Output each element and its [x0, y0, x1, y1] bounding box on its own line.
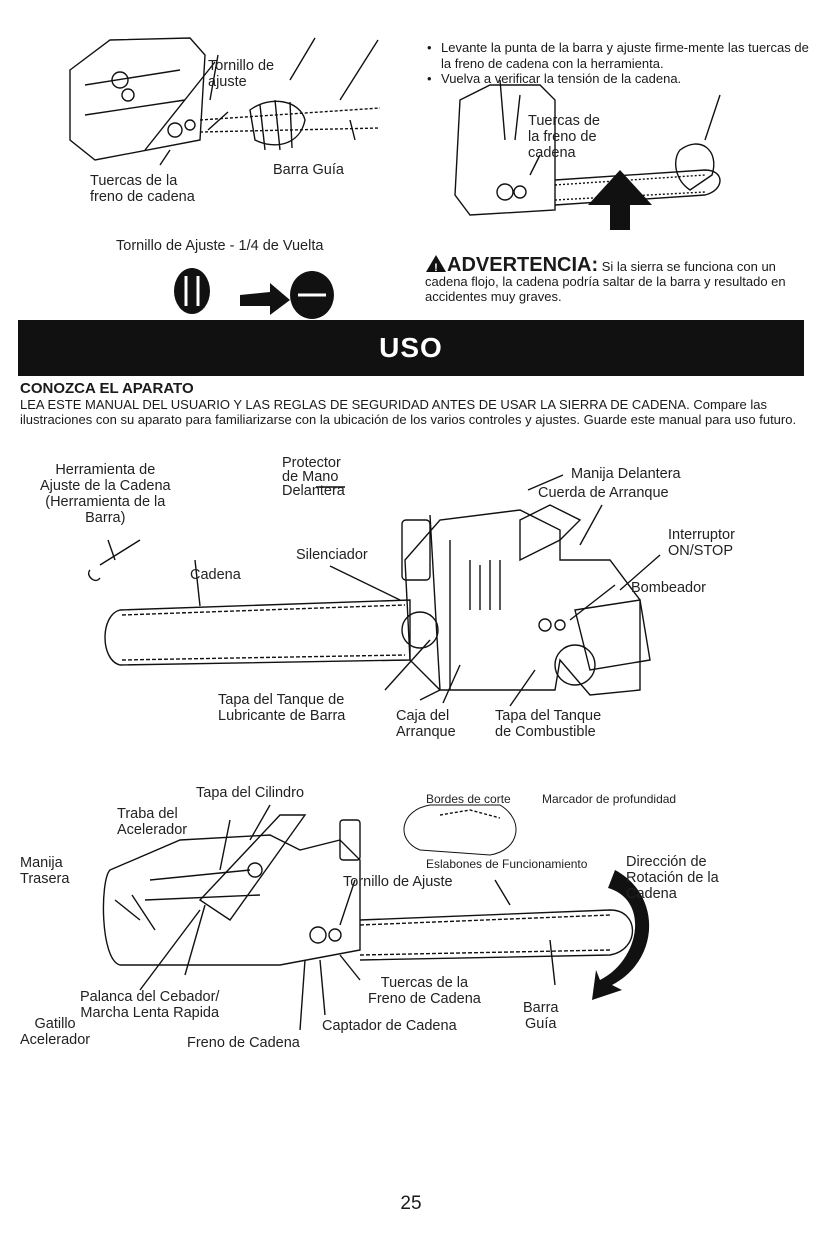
label-tool: Herramienta de Ajuste de la Cadena (Herr… [40, 462, 171, 526]
section-heading: CONOZCA EL APARATO [20, 380, 194, 397]
label-on-stop-switch: Interruptor ON/STOP [668, 527, 735, 559]
label-chain-catcher: Captador de Cadena [322, 1018, 457, 1034]
label-guide-bar-2: Barra Guía [523, 1000, 559, 1032]
label-brake-nuts-3: Tuercas de la Freno de Cadena [368, 975, 481, 1007]
section-banner: USO [18, 320, 804, 376]
label-chain-brake: Freno de Cadena [187, 1035, 300, 1051]
label-brake-nuts-2: Tuercas de la freno de cadena [528, 113, 600, 161]
label-adjust-screw-2: Tornillo de Ajuste [343, 874, 453, 890]
label-fuel-cap: Tapa del Tanque de Combustible [495, 708, 602, 740]
label-rear-handle: Manija Trasera [20, 855, 70, 887]
instruction-list: Levante la punta de la barra y ajuste fi… [425, 40, 810, 87]
label-front-handle: Manija Delantera [571, 466, 681, 482]
page-number: 25 [400, 1193, 422, 1214]
warning-triangle-icon: ! [426, 255, 446, 274]
intro-paragraph: LEA ESTE MANUAL DEL USUARIO Y LAS REGLAS… [20, 397, 797, 427]
label-brake-nuts: Tuercas de la freno de cadena [90, 173, 195, 205]
label-choke-lever: Palanca del Cebador/ Marcha Lenta Rapida [80, 989, 220, 1021]
label-cylinder-cover: Tapa del Cilindro [196, 785, 305, 801]
bar-tip-illustration [454, 79, 721, 216]
label-quarter-turn: Tornillo de Ajuste - 1/4 de Vuelta [116, 238, 324, 254]
svg-text:!: ! [434, 262, 438, 274]
label-chain: Cadena [190, 567, 241, 583]
label-oil-cap: Tapa del Tanque de Lubricante de Barra [218, 692, 346, 724]
warning-block: ADVERTENCIA: Si la sierra se funciona co… [425, 255, 815, 304]
label-starter-housing: Caja del Arranque [396, 708, 456, 740]
label-throttle-lock: Traba del Acelerador [117, 806, 188, 838]
instruction-item: Vuelva a verificar la tensión de la cade… [425, 71, 810, 87]
warning-text: Si la sierra se funciona con un cadena f… [425, 259, 786, 304]
label-rotation-direction: Dirección de Rotación de la Cadena [626, 854, 719, 902]
banner-title: USO [379, 332, 443, 363]
leader-lines-2 [114, 804, 556, 1031]
label-depth-gauge: Marcador de profundidad [542, 792, 677, 806]
chainsaw-overview-illustration [88, 504, 651, 701]
leader-lines-1 [107, 474, 661, 707]
up-arrow-icon [588, 170, 652, 230]
label-guide-bar: Barra Guía [273, 162, 344, 178]
label-adjust-screw: Tornillo de ajuste [208, 58, 275, 90]
label-muffler: Silenciador [296, 547, 368, 563]
label-throttle-trigger: Gatillo Acelerador [20, 1016, 91, 1048]
bar-adjust-illustration [69, 37, 381, 166]
turn-arrow-icon [240, 283, 290, 315]
chainsaw-side-illustration [102, 804, 634, 966]
label-cutting-edges: Bordes de corte [426, 792, 511, 806]
label-starter-rope: Cuerda de Arranque [538, 485, 669, 501]
instruction-item: Levante la punta de la barra y ajuste fi… [425, 40, 810, 71]
label-drive-links: Eslabones de Funcionamiento [426, 857, 588, 871]
rotation-arrow-icon [592, 870, 650, 1000]
label-primer: Bombeador [631, 580, 706, 596]
screw-head-icon [174, 268, 210, 314]
warning-title: ADVERTENCIA: [447, 254, 599, 276]
label-hand-guard: Protector de Mano Delantera [282, 455, 345, 499]
